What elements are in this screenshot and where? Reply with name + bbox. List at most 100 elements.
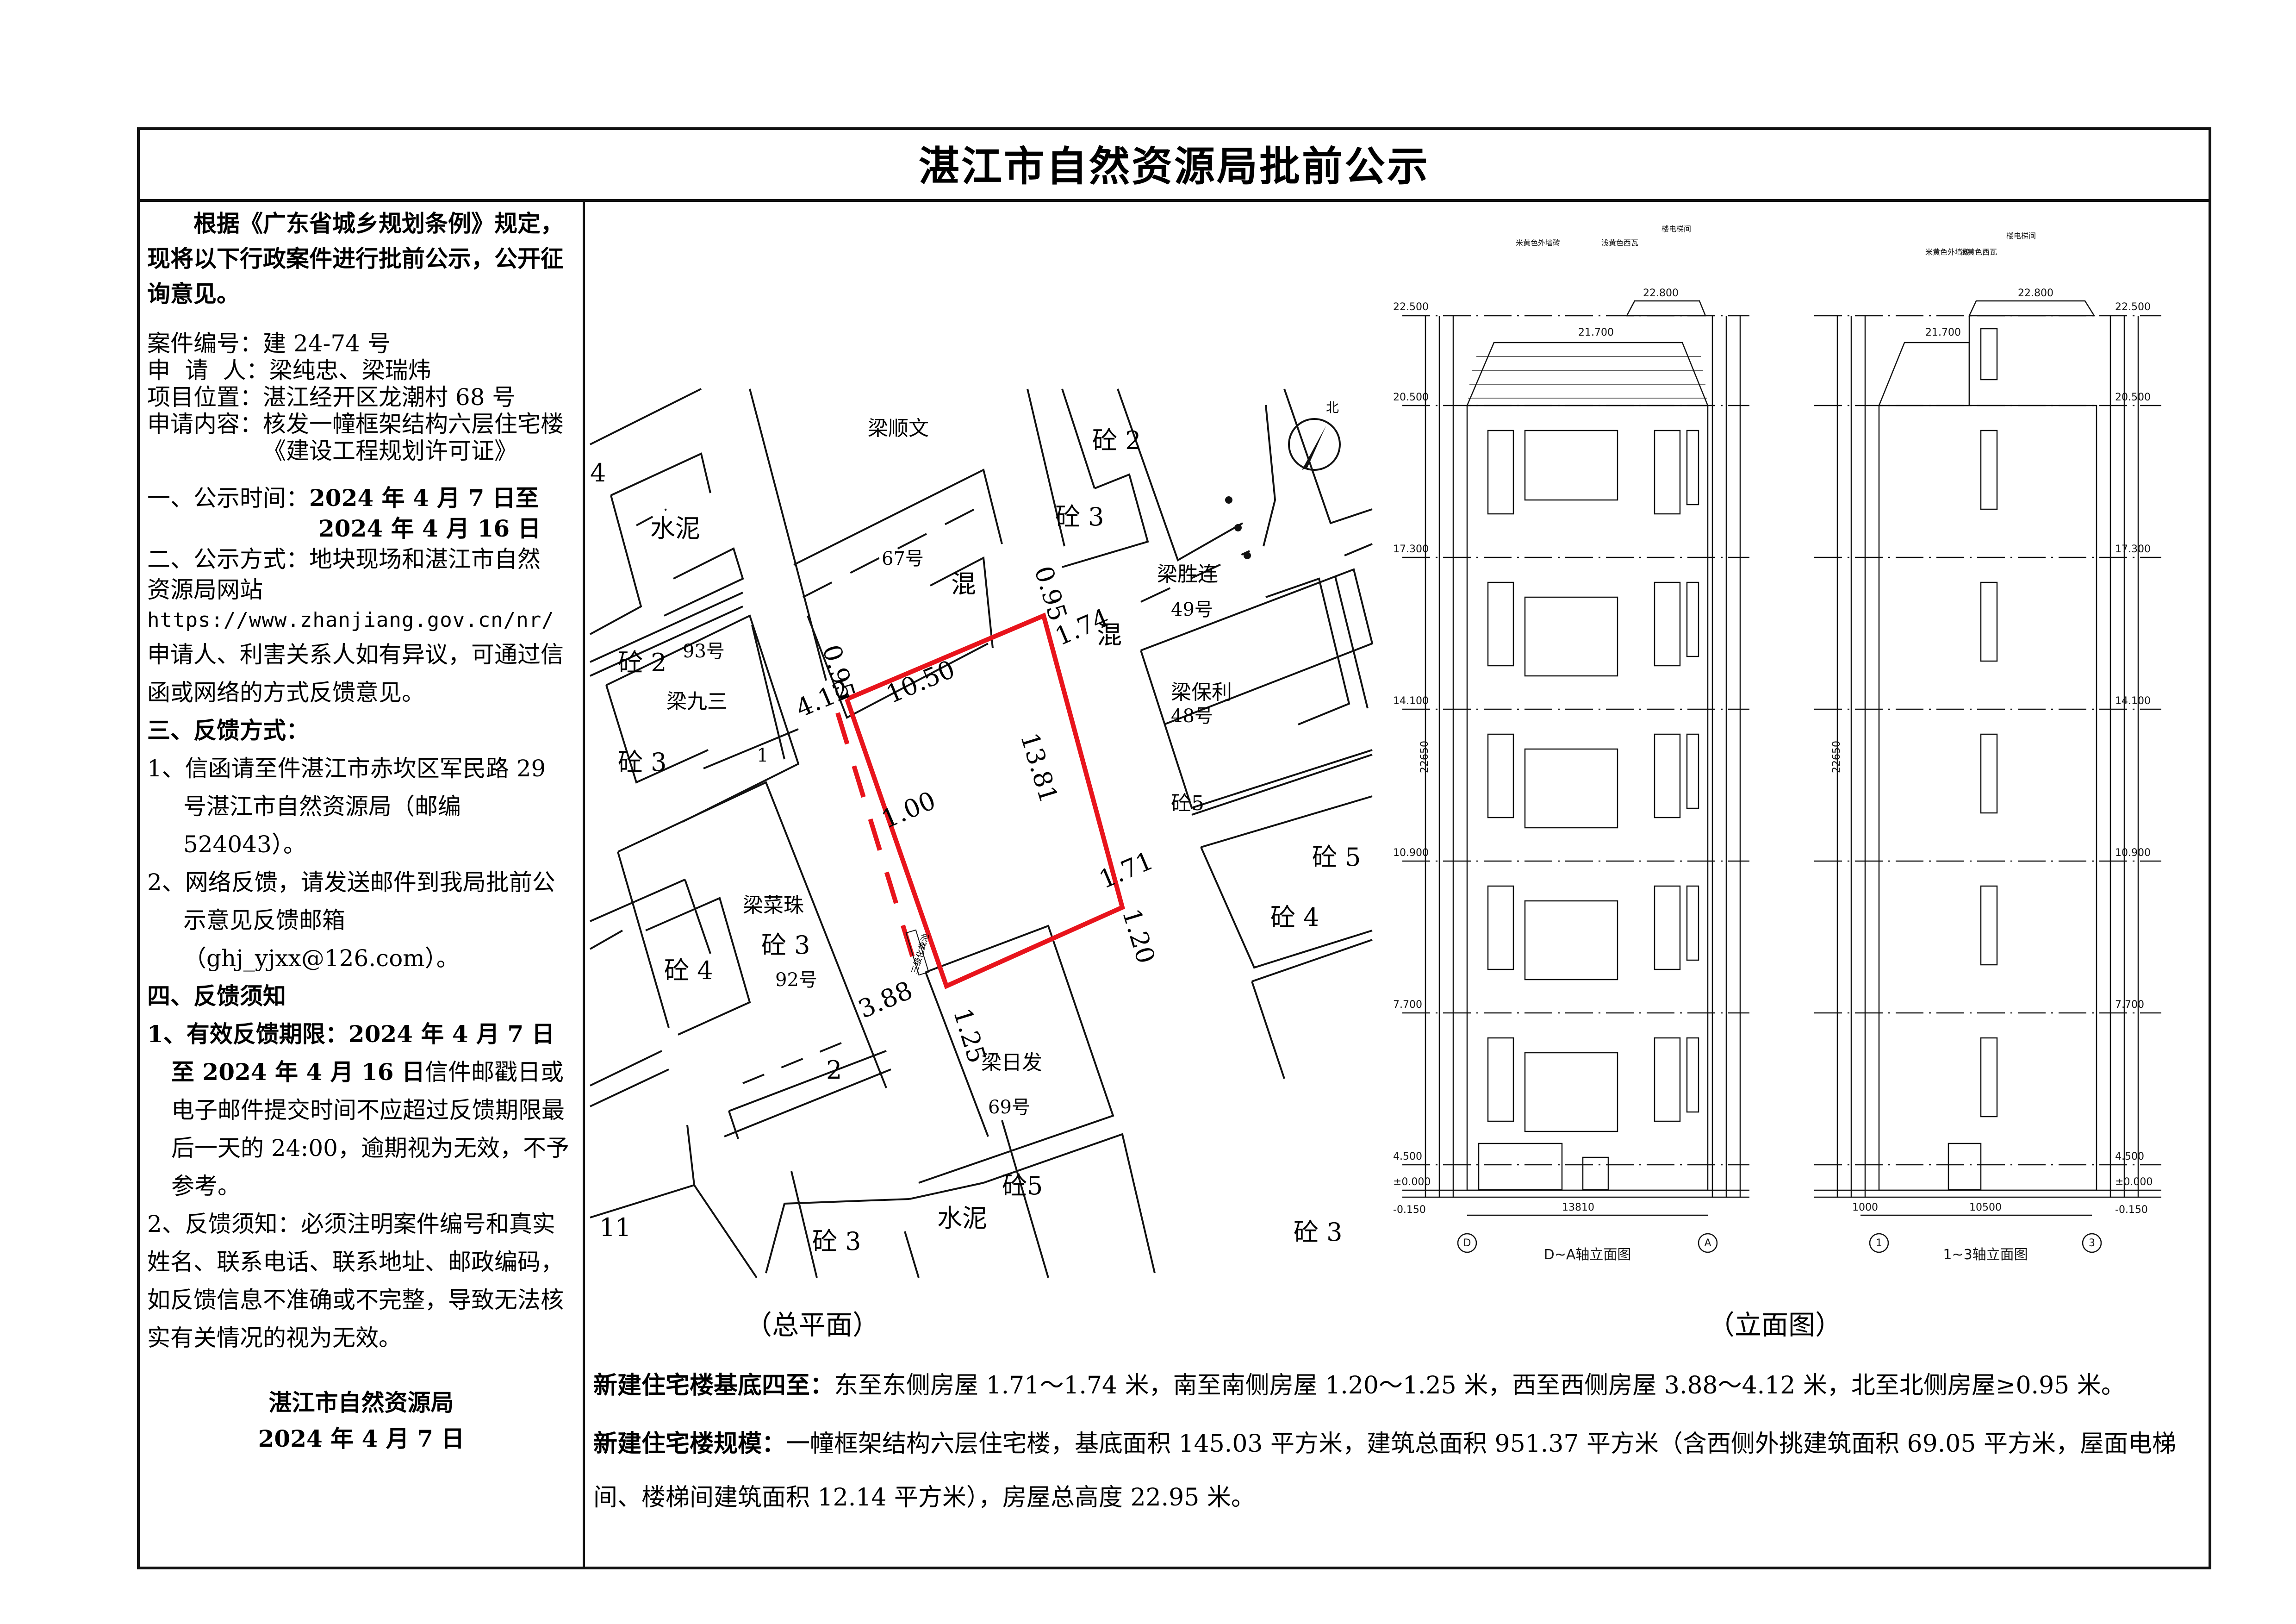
svg-text:22.800: 22.800 <box>1643 287 1679 299</box>
elevation-caption: （立面图） <box>1708 1309 1842 1341</box>
svg-text:混: 混 <box>1097 620 1122 650</box>
svg-text:楼电梯间: 楼电梯间 <box>1661 225 1691 233</box>
applicant: 申 请 人：梁纯忠、梁瑞炜 <box>147 357 431 384</box>
case-number: 案件编号：建 24-74 号 <box>147 330 391 357</box>
svg-text:砼 3: 砼 3 <box>761 931 810 960</box>
svg-text:67号: 67号 <box>882 548 924 569</box>
svg-text:米黄色外墙砖: 米黄色外墙砖 <box>1516 238 1560 247</box>
dim-west-s: 3.88 <box>854 975 916 1024</box>
website-link[interactable]: https://www.zhanjiang.gov.cn/nr/ <box>147 608 554 632</box>
spacer <box>147 312 575 330</box>
dim-east-s: 1.71 <box>1095 846 1157 894</box>
svg-text:梁日发: 梁日发 <box>981 1051 1042 1074</box>
svg-text:14.100: 14.100 <box>1393 695 1429 707</box>
svg-text:1: 1 <box>1876 1237 1882 1249</box>
svg-text:混: 混 <box>951 569 976 599</box>
signature-org: 湛江市自然资源局 <box>268 1389 454 1416</box>
svg-text:砼 3: 砼 3 <box>812 1227 861 1256</box>
objection-text: 申请人、利害关系人如有异议，可通过信函或网络的方式反馈意见。 <box>147 641 564 706</box>
dim-overhang: 1.00 <box>877 786 940 834</box>
elevation-1-3 <box>1814 300 2161 1253</box>
spacer <box>147 464 575 483</box>
svg-text:-0.150: -0.150 <box>2115 1204 2148 1216</box>
svg-text:17.300: 17.300 <box>2115 543 2151 555</box>
svg-text:砼 3: 砼 3 <box>1055 502 1104 531</box>
svg-text:1: 1 <box>757 745 768 766</box>
notice-method: 二、公示方式：地块现场和湛江市自然 <box>147 546 541 573</box>
svg-text:-0.150: -0.150 <box>1393 1204 1426 1216</box>
svg-text:米黄色外墙砖: 米黄色外墙砖 <box>1925 248 1970 256</box>
svg-text:砼 3: 砼 3 <box>1294 1218 1343 1247</box>
svg-text:69号: 69号 <box>988 1097 1030 1118</box>
svg-text:水泥: 水泥 <box>937 1204 987 1233</box>
svg-text:浅黄色西瓦: 浅黄色西瓦 <box>1601 238 1638 247</box>
svg-text:92号: 92号 <box>775 969 817 991</box>
site-plan-drawing: 北 三级化粪池 梁顺文 67号 混 水泥 4 93号 砼 2 梁九三 砼 3 1… <box>590 388 1374 1278</box>
notice-period: 一、公示时间：2024 年 4 月 7 日至 <box>147 484 539 512</box>
feedback-heading: 三、反馈方式： <box>147 717 309 744</box>
svg-text:21.700: 21.700 <box>1925 327 1961 338</box>
svg-text:A: A <box>1704 1237 1711 1249</box>
rules-heading: 四、反馈须知 <box>147 982 286 1010</box>
rule-1: 1、有效反馈期限：2024 年 4 月 7 日至 2024 年 4 月 16 日… <box>147 1020 569 1199</box>
svg-text:砼5: 砼5 <box>1171 792 1204 815</box>
svg-text:17.300: 17.300 <box>1393 543 1429 555</box>
svg-text:梁九三: 梁九三 <box>666 690 728 713</box>
rule-2: 2、反馈须知：必须注明案件编号和真实姓名、联系电话、联系地址、邮政编码，如反馈信… <box>147 1211 564 1351</box>
svg-text:48号: 48号 <box>1171 706 1213 727</box>
dim-north-e: 0.95 <box>1029 562 1073 624</box>
intro-line: 现将以下行政案件进行批前公示，公开征 <box>147 245 564 272</box>
svg-text:49号: 49号 <box>1171 599 1213 620</box>
svg-text:±0.000: ±0.000 <box>2115 1176 2153 1188</box>
notice-period-end: 2024 年 4 月 16 日 <box>318 515 541 542</box>
elevation-d-a-labels: 13810 D A D~A轴立面图 米黄色外墙砖 浅黄色西瓦 楼电梯间 22.8… <box>1393 225 1711 1263</box>
elevation-title: D~A轴立面图 <box>1544 1247 1631 1263</box>
svg-text:4: 4 <box>590 458 606 487</box>
svg-text:7.700: 7.700 <box>2115 999 2144 1011</box>
svg-text:4.500: 4.500 <box>1393 1151 1422 1162</box>
feedback-section: 申请人、利害关系人如有异议，可通过信函或网络的方式反馈意见。 三、反馈方式： 1… <box>147 636 575 1357</box>
svg-text:20.500: 20.500 <box>1393 392 1429 403</box>
site-plan-caption: （总平面） <box>745 1309 880 1341</box>
svg-text:砼 3: 砼 3 <box>618 748 667 777</box>
signature-date: 2024 年 4 月 7 日 <box>258 1425 465 1452</box>
svg-text:21.700: 21.700 <box>1578 327 1614 338</box>
dim-south-w: 1.25 <box>948 1005 992 1066</box>
feedback-email: 2、网络反馈，请发送邮件到我局批前公示意见反馈邮箱（ghj_yjxx@126.c… <box>147 869 555 972</box>
svg-text:3: 3 <box>2089 1237 2095 1249</box>
svg-text:砼5: 砼5 <box>1002 1171 1043 1200</box>
title-row: 湛江市自然资源局批前公示 <box>137 127 2211 202</box>
elevation-1-3-labels: 1000 10500 1 3 1~3轴立面图 米黄色外墙砖 浅黄色西瓦 楼电梯间… <box>1831 231 2153 1263</box>
page-title: 湛江市自然资源局批前公示 <box>918 143 1430 190</box>
svg-text:10.900: 10.900 <box>2115 847 2151 859</box>
application-content: 申请内容：核发一幢框架结构六层住宅楼 <box>147 411 564 437</box>
north-arrow-icon: 北 <box>1288 400 1341 471</box>
spacer <box>147 1357 575 1385</box>
application-permit: 《建设工程规划许可证》 <box>263 437 517 464</box>
notice-frame <box>137 127 2211 1569</box>
elevation-drawings: 13810 D A D~A轴立面图 米黄色外墙砖 浅黄色西瓦 楼电梯间 22.8… <box>1393 225 2161 1263</box>
svg-text:梁菜珠: 梁菜珠 <box>743 893 804 917</box>
svg-text:北: 北 <box>1326 400 1339 415</box>
svg-text:20.500: 20.500 <box>2115 392 2151 403</box>
scale-summary: 新建住宅楼规模：一幢框架结构六层住宅楼，基底面积 145.03 平方米，建筑总面… <box>593 1430 2176 1512</box>
dim-width: 10.50 <box>882 655 959 709</box>
notice-text-column: 根据《广东省城乡规划条例》规定， 现将以下行政案件进行批前公示，公开征 询意见。… <box>147 206 575 1457</box>
svg-text:砼 2: 砼 2 <box>618 648 667 677</box>
subject-building-outline <box>845 612 1125 989</box>
dim-west-n: 4.12 <box>791 675 854 723</box>
elevation-d-a <box>1402 300 1749 1253</box>
svg-text:14.100: 14.100 <box>2115 695 2151 707</box>
setback-summary: 新建住宅楼基底四至：东至东侧房屋 1.71～1.74 米，南至南侧房屋 1.20… <box>593 1372 2125 1399</box>
svg-text:梁胜连: 梁胜连 <box>1157 562 1218 586</box>
svg-text:93号: 93号 <box>683 641 725 662</box>
svg-text:砼 2: 砼 2 <box>1092 426 1141 455</box>
svg-text:砼 5: 砼 5 <box>1312 843 1361 872</box>
svg-text:4.500: 4.500 <box>2115 1151 2144 1162</box>
svg-text:7.700: 7.700 <box>1393 999 1422 1011</box>
notice-method-cont: 资源局网站 <box>147 576 263 603</box>
svg-text:13810: 13810 <box>1562 1202 1594 1213</box>
dim-south-e: 1.20 <box>1117 905 1161 967</box>
dim-depth: 13.81 <box>1015 729 1064 806</box>
intro-line: 询意见。 <box>147 280 240 307</box>
